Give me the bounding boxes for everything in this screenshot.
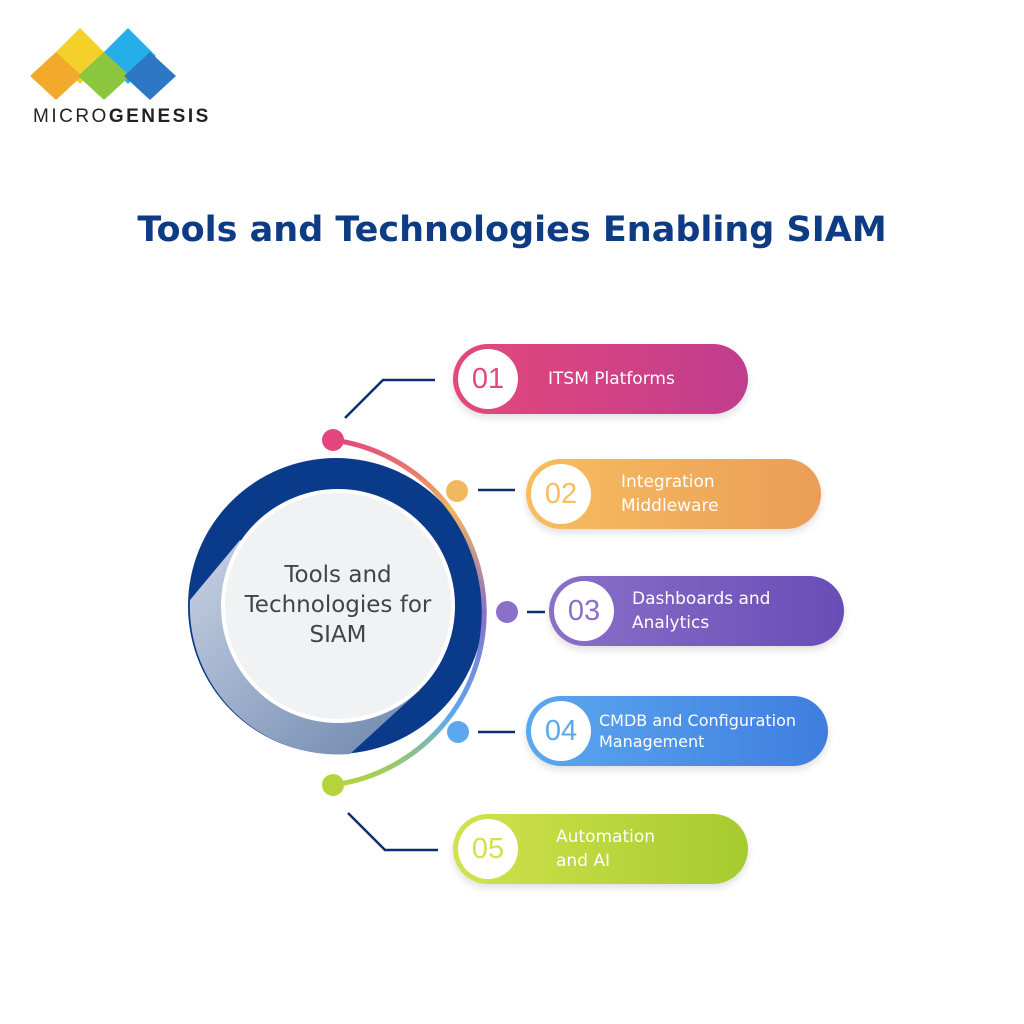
item-label: Dashboards and Analytics [632,589,771,633]
item-02: 02 Integration Middleware [526,459,821,529]
arc-dot-05 [322,774,344,796]
logo-text: MICROGENESIS [33,106,211,127]
arc-dot-04 [447,721,469,743]
page-title: Tools and Technologies Enabling SIAM [137,210,887,250]
item-number: 03 [554,581,614,641]
item-label: Integration Middleware [621,472,719,516]
item-03: 03 Dashboards and Analytics [549,576,844,646]
item-number: 05 [458,819,518,879]
item-label: CMDB and Configuration Management [599,711,797,751]
connector-line-01 [344,378,435,419]
item-number: 04 [531,701,591,761]
logo-mark [30,28,176,100]
arc-dot-03 [496,601,518,623]
item-label: Automation and AI [556,827,656,871]
inner-circle [221,489,455,723]
item-04: 04 CMDB and Configuration Management [526,696,828,766]
item-label: ITSM Platforms [548,369,675,389]
item-number: 01 [458,349,518,409]
arc-dot-02 [446,480,468,502]
item-05: 05 Automation and AI [453,814,748,884]
center-label: Tools and Technologies for SIAM [244,562,432,648]
arc-dot-01 [322,429,344,451]
connector-line-05 [347,812,438,852]
item-number: 02 [531,464,591,524]
connector-arc [332,437,487,788]
item-01: 01 ITSM Platforms [453,344,748,414]
